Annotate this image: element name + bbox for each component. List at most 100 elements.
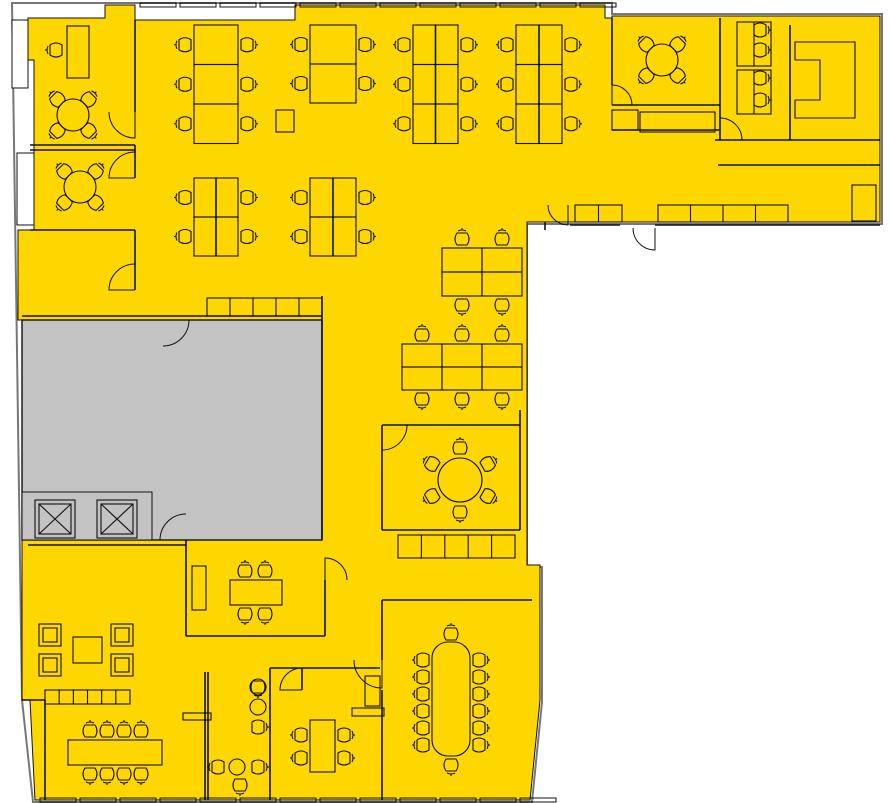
window-icon [359, 797, 397, 803]
lounge-chair-seat [114, 627, 130, 643]
chair-seat [240, 228, 254, 245]
door-swing-icon [611, 84, 633, 106]
desk-icon [481, 271, 523, 297]
chair-back [422, 496, 428, 504]
chair-arm [101, 163, 104, 166]
round-table-icon [56, 98, 90, 132]
chair-icon [174, 228, 192, 245]
chair-icon [337, 727, 355, 743]
chair-arm [638, 36, 641, 39]
chair-seat [294, 36, 308, 53]
chair-seat [494, 232, 510, 246]
chair-icon [412, 686, 430, 702]
chair-icon [452, 505, 468, 523]
coffee-table-icon [72, 636, 103, 664]
chair-seat [472, 703, 486, 719]
chair-seat [358, 228, 372, 245]
chair-seat [240, 37, 254, 53]
chair-seat [240, 189, 254, 206]
chair-seat [337, 727, 351, 743]
chair-icon [472, 652, 490, 668]
chair-seat [472, 669, 486, 685]
chair-icon [99, 720, 115, 738]
chair-arm [422, 458, 425, 460]
desk-icon [481, 366, 523, 391]
chair-icon [454, 324, 470, 342]
chair-icon [116, 767, 132, 785]
chair-seat [416, 703, 430, 719]
chair-arm [94, 91, 97, 94]
chair-arm [638, 81, 641, 84]
elevator-inner [38, 503, 72, 535]
chair-icon [358, 189, 376, 206]
chair-seat [423, 488, 441, 504]
chair-seat [638, 67, 655, 84]
meeting-table-icon [229, 579, 283, 606]
chair-icon [422, 488, 441, 504]
cabinet-icon [364, 675, 381, 707]
chair-icon [87, 162, 105, 180]
chair-seat [564, 116, 578, 132]
chair-seat [564, 37, 578, 53]
chair-seat [257, 607, 273, 621]
cabinet-icon [275, 109, 295, 133]
window-icon [239, 797, 277, 803]
chair-icon [290, 75, 308, 92]
chair-icon [251, 719, 269, 735]
chair-icon [753, 22, 771, 38]
chair-seat [454, 328, 470, 342]
chair-icon [460, 37, 478, 53]
door-swing-icon [547, 204, 569, 226]
window-icon [199, 797, 237, 803]
chair-icon [237, 607, 253, 625]
chair-icon [290, 727, 308, 743]
left-window-bay [11, 19, 29, 89]
chair-arm [422, 500, 425, 502]
door-swing-icon [108, 111, 136, 139]
chair-arm [683, 36, 686, 39]
chair-seat [397, 76, 411, 92]
shelf-icon [351, 707, 385, 717]
window-icon [159, 797, 197, 803]
chair-icon [472, 703, 490, 719]
chair-seat [294, 228, 308, 245]
chair-icon [412, 720, 430, 736]
chair-seat [472, 686, 486, 702]
chair-icon [207, 759, 225, 775]
chair-icon [564, 37, 582, 53]
chair-icon [564, 76, 582, 92]
chair-arm [683, 81, 686, 84]
chair-back [680, 35, 687, 42]
chair-seat [56, 163, 73, 180]
chair-icon [48, 122, 66, 140]
desk-icon [193, 103, 239, 145]
chair-icon [472, 720, 490, 736]
chair-icon [250, 680, 266, 698]
bench-icon [639, 111, 716, 133]
chair-seat [454, 232, 470, 246]
chair-back [91, 90, 98, 97]
chair-icon [337, 750, 355, 766]
chair-icon [99, 767, 115, 785]
chair-seat [416, 652, 430, 668]
chair-seat [416, 686, 430, 702]
chair-seat [49, 42, 63, 58]
chair-icon [290, 36, 308, 53]
chair-seat [178, 189, 192, 206]
round-table-icon [437, 457, 483, 503]
chair-icon [637, 35, 655, 53]
door-swing-icon [381, 424, 408, 451]
chair-icon [414, 392, 430, 410]
chair-seat [564, 76, 578, 92]
chair-back [680, 78, 687, 85]
chair-icon [472, 686, 490, 702]
chair-back [422, 456, 428, 464]
lounge-chair-icon [38, 653, 62, 677]
chair-seat [178, 116, 192, 132]
chair-seat [237, 607, 253, 621]
chair-seat [56, 194, 73, 211]
chair-icon [87, 194, 105, 212]
chair-icon [454, 392, 470, 410]
chair-icon [496, 37, 514, 53]
